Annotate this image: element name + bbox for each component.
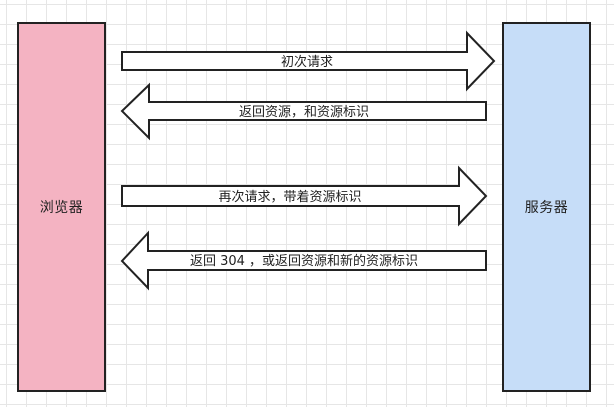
server-box: 服务器: [502, 22, 591, 392]
browser-label: 浏览器: [39, 200, 84, 216]
arrow-right-shape: [121, 165, 488, 227]
arrow-left-shape: [120, 230, 487, 291]
arrow-label-return-304: 返回 304 ，或返回资源和新的资源标识: [190, 253, 418, 269]
arrow-label-initial-request: 初次请求: [281, 54, 333, 70]
server-label: 服务器: [524, 200, 569, 216]
arrow-repeat-request: 再次请求，带着资源标识: [121, 165, 488, 227]
browser-box: 浏览器: [17, 22, 106, 392]
arrow-return-resource: 返回资源，和资源标识: [120, 82, 487, 141]
arrow-left-shape: [120, 82, 487, 141]
arrow-label-return-resource: 返回资源，和资源标识: [239, 105, 369, 120]
arrow-return-304: 返回 304 ，或返回资源和新的资源标识: [120, 230, 487, 291]
arrow-right-shape: [121, 30, 496, 92]
arrow-label-repeat-request: 再次请求，带着资源标识: [218, 189, 361, 205]
arrow-initial-request: 初次请求: [121, 30, 496, 92]
